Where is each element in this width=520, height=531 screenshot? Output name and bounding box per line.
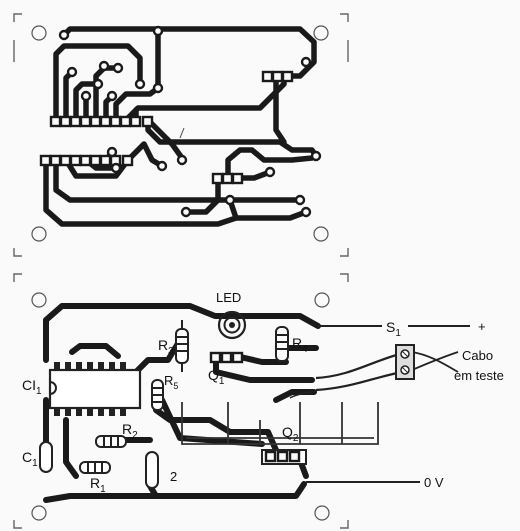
ci1-label: CI1 [22, 377, 42, 397]
resistor-r5 [151, 379, 164, 411]
ic-pad-row-bottom [39, 154, 134, 167]
mounting-hole [314, 292, 330, 308]
copper-trace [125, 141, 165, 169]
copper-trace [159, 397, 265, 447]
transistor-q2 [261, 449, 307, 465]
heatsink [181, 402, 379, 445]
bottom-board-component-layout: LED R3 R4 Q1 [13, 273, 504, 529]
mounting-hole [31, 292, 47, 308]
copper-trace [233, 353, 289, 365]
copper-trace [73, 81, 101, 123]
copper-trace [53, 43, 143, 123]
plus-terminal-label: + [478, 319, 486, 334]
copper-trace [273, 389, 317, 403]
external-wiring [289, 325, 470, 483]
cable-label-line2: em teste [454, 368, 504, 383]
copper-trace [133, 337, 183, 375]
mounting-hole [313, 226, 329, 242]
transistor-q1 [209, 351, 244, 364]
copper-trace [123, 73, 287, 123]
bottom-board-frame [13, 273, 349, 529]
copper-trace [235, 169, 273, 181]
mounting-hole [31, 505, 47, 521]
copper-trace [183, 175, 221, 215]
r1-label: R1 [90, 475, 106, 495]
r2-label: R2 [122, 421, 138, 441]
r5-label: R5 [164, 373, 178, 391]
copper-trace [43, 303, 321, 363]
copper-trace [63, 417, 79, 479]
ic-pad-row-top [49, 115, 154, 128]
copper-trace [273, 75, 287, 145]
copper-trace [69, 343, 121, 359]
resistor-r4 [275, 326, 289, 362]
copper-trace [43, 157, 309, 227]
q1-label: Q1 [208, 367, 225, 387]
resistor-r2 [95, 435, 127, 448]
copper-trace [113, 85, 161, 123]
copper-trace [43, 481, 307, 503]
capacitor-c2 [145, 451, 159, 489]
mounting-hole [31, 25, 47, 41]
copper-trace [213, 353, 315, 383]
r3-label: R3 [158, 337, 174, 357]
copper-trace [93, 65, 121, 123]
c1-label: C1 [22, 449, 38, 469]
top-board-frame [13, 13, 349, 257]
c2-value-label: 2 [170, 469, 177, 484]
copper-trace [63, 157, 131, 179]
copper-trace [53, 157, 239, 221]
r4-label: R4 [292, 335, 308, 355]
transistor-pads [211, 70, 294, 185]
mounting-hole [313, 25, 329, 41]
ground-label: 0 V [424, 475, 444, 490]
led-label: LED [216, 290, 241, 305]
q2-label: Q2 [282, 424, 299, 444]
led [217, 310, 247, 340]
s1-label: S1 [386, 319, 401, 339]
mounting-hole [314, 505, 330, 521]
ic-ci1 [48, 362, 142, 416]
terminal-block [395, 344, 415, 380]
copper-trace [61, 26, 317, 79]
resistor-r3 [175, 320, 189, 372]
copper-trace [63, 69, 75, 123]
copper-trace [225, 147, 315, 181]
round-pads [58, 25, 322, 218]
cable-label-line1: Cabo [462, 348, 493, 363]
mounting-hole [31, 226, 47, 242]
copper-trace [145, 117, 319, 159]
capacitor-c1 [39, 441, 53, 473]
top-board-copper-layout [13, 13, 349, 257]
resistor-r1 [79, 461, 111, 474]
